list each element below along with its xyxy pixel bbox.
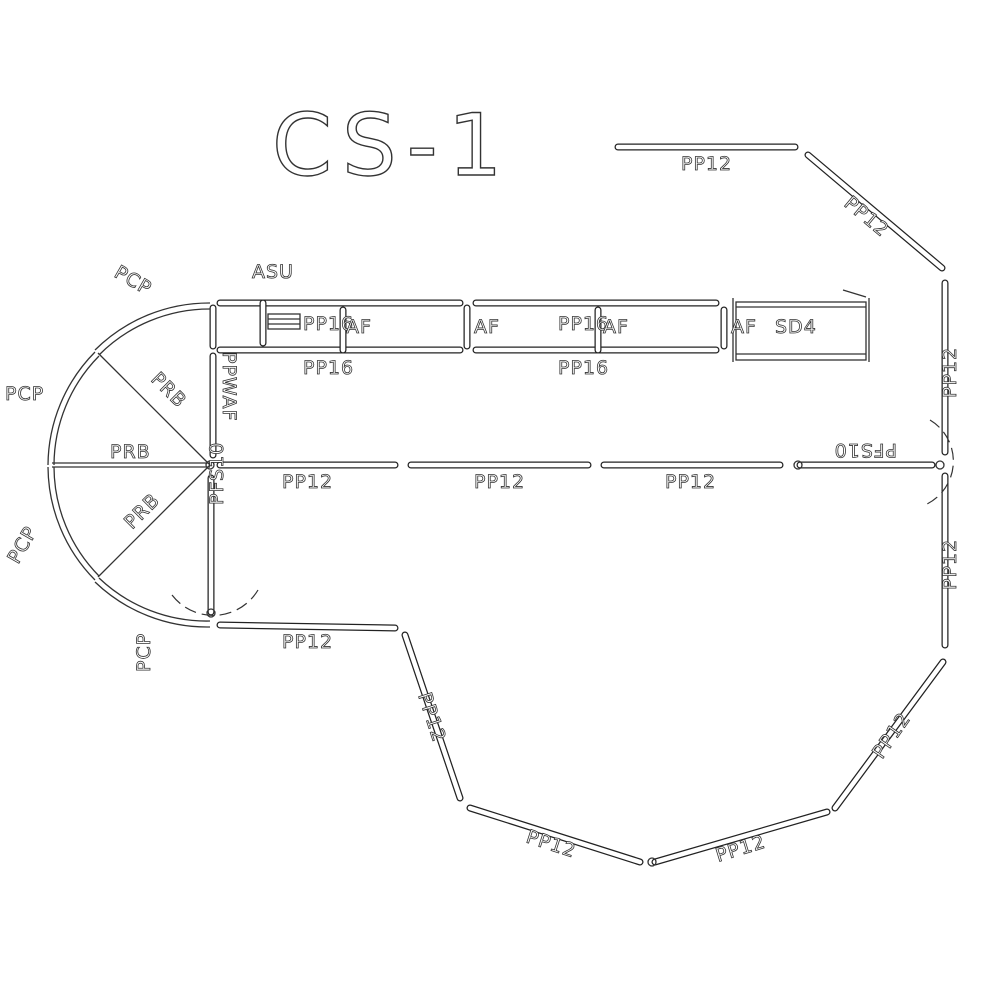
pcp-arc: [94, 302, 211, 351]
pcp-arc: [98, 308, 211, 356]
label-pfs10: PFS10: [206, 442, 228, 505]
track-segment: [402, 632, 463, 801]
prb-line: [97, 352, 211, 466]
label-pp12: PP12: [939, 539, 961, 590]
pcp-arc: [98, 577, 211, 622]
joint-node: [206, 608, 216, 618]
track-segments: [205, 143, 949, 867]
joint-node: [205, 460, 215, 470]
label-af: AF: [474, 316, 500, 338]
turnout-arc: [924, 419, 954, 506]
pcp-arc: [53, 466, 100, 577]
labels: PP12 PP12 PP12 PP12 PP12 PP12 PP12 PP12 …: [3, 153, 962, 868]
pcp-arc: [53, 355, 100, 466]
sd4-unit: [732, 289, 870, 362]
label-ppwaf: PPWAF: [218, 352, 240, 422]
track-segment: [217, 622, 398, 631]
label-pp12: PP12: [282, 471, 333, 493]
joint-node: [793, 460, 803, 470]
label-pp16: PP16: [558, 313, 609, 335]
pcp-arc: [94, 581, 211, 628]
label-pp12: PP12: [665, 471, 716, 493]
label-prb: PRB: [146, 368, 190, 412]
joint-node: [935, 460, 945, 470]
label-prb: PRB: [110, 441, 151, 463]
label-pp12: PP12: [282, 631, 333, 653]
label-asu: ASU: [252, 261, 294, 283]
track-segment: [652, 809, 830, 865]
track-segment: [832, 659, 946, 811]
label-pp12: PP12: [474, 471, 525, 493]
track-segment: [467, 805, 643, 865]
label-pp12: PP12: [939, 347, 961, 398]
diagram-title: CS-1: [272, 96, 512, 196]
label-pcp: PCP: [133, 633, 155, 672]
label-sd4: SD4: [775, 316, 817, 338]
label-pp12: PP12: [413, 690, 450, 745]
label-af: AF: [603, 316, 629, 338]
track-segment: [805, 152, 945, 271]
label-pp16: PP16: [558, 357, 609, 379]
prb-line: [97, 464, 211, 578]
label-af: AF: [731, 316, 757, 338]
label-pp16: PP16: [303, 357, 354, 379]
pcp-arc: [47, 466, 96, 581]
label-pp12: PP12: [868, 708, 915, 762]
asu-unit: [267, 313, 301, 330]
label-pfs10: PFS10: [834, 439, 897, 461]
label-pcp: PCP: [5, 383, 44, 405]
label-prb: PRB: [120, 489, 164, 533]
pcp-arc: [47, 351, 96, 466]
label-pcp: PCP: [111, 261, 156, 300]
joint-node: [647, 857, 657, 867]
curve-section: [47, 302, 954, 628]
label-pcp: PCP: [3, 523, 42, 568]
label-pp16: PP16: [303, 313, 354, 335]
label-af: AF: [346, 316, 372, 338]
label-pp12: PP12: [681, 153, 732, 175]
